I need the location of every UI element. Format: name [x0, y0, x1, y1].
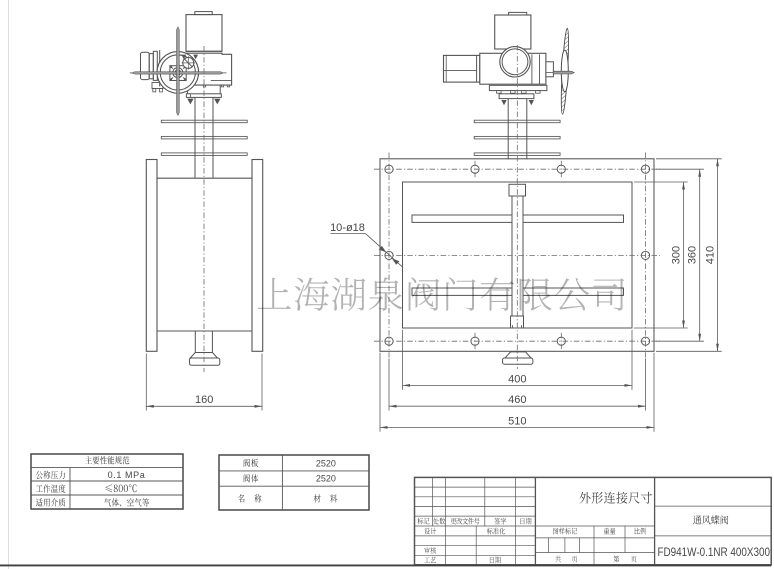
svg-text:410: 410 [705, 246, 717, 264]
svg-text:FD941W-0.1NR 400X300: FD941W-0.1NR 400X300 [658, 545, 771, 559]
svg-text:460: 460 [508, 394, 526, 406]
svg-text:10-ø18: 10-ø18 [330, 222, 365, 234]
svg-text:400: 400 [508, 373, 526, 385]
svg-text:300: 300 [671, 246, 683, 264]
svg-text:0.1 MPa: 0.1 MPa [108, 470, 146, 480]
svg-text:510: 510 [508, 415, 526, 427]
svg-text:160: 160 [195, 394, 213, 406]
svg-text:360: 360 [687, 246, 699, 264]
svg-text:2520: 2520 [316, 458, 336, 468]
svg-text:2520: 2520 [316, 474, 336, 484]
